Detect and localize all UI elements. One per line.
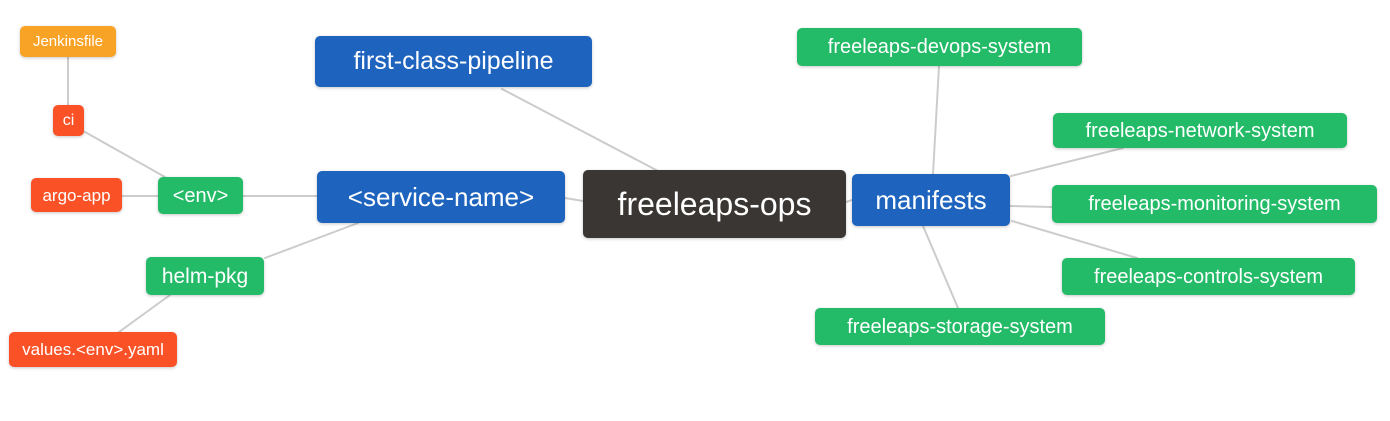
node-service-name[interactable]: <service-name> xyxy=(317,171,565,223)
edge-service-name-helm-pkg xyxy=(264,222,359,259)
node-freeleaps-monitoring-system[interactable]: freeleaps-monitoring-system xyxy=(1052,185,1377,223)
edge-first-class-pipeline-ops xyxy=(501,88,659,172)
node-env[interactable]: <env> xyxy=(158,177,243,214)
node-helm-pkg[interactable]: helm-pkg xyxy=(146,257,264,295)
node-freeleaps-network-system[interactable]: freeleaps-network-system xyxy=(1053,113,1347,148)
edge-ci-env xyxy=(84,131,166,178)
edge-helm-pkg-values-env-yaml xyxy=(118,294,171,333)
node-freeleaps-devops-system[interactable]: freeleaps-devops-system xyxy=(797,28,1082,66)
edge-service-name-ops xyxy=(564,197,584,202)
node-freeleaps-storage-system[interactable]: freeleaps-storage-system xyxy=(815,308,1105,345)
node-freeleaps-controls-system[interactable]: freeleaps-controls-system xyxy=(1062,258,1355,295)
node-manifests[interactable]: manifests xyxy=(852,174,1010,226)
edge-manifests-monitoring-system xyxy=(1009,205,1053,208)
node-first-class-pipeline[interactable]: first-class-pipeline xyxy=(315,36,592,87)
node-jenkinsfile[interactable]: Jenkinsfile xyxy=(20,26,116,57)
node-argo-app[interactable]: argo-app xyxy=(31,178,122,212)
edge-ops-manifests xyxy=(845,199,853,203)
edge-manifests-storage-system xyxy=(922,225,959,309)
edge-manifests-controls-system xyxy=(1011,220,1138,259)
node-freeleaps-ops[interactable]: freeleaps-ops xyxy=(583,170,846,238)
edge-manifests-devops-system xyxy=(932,65,940,175)
node-ci[interactable]: ci xyxy=(53,105,84,136)
edge-manifests-network-system xyxy=(1010,147,1124,177)
node-values-env-yaml[interactable]: values.<env>.yaml xyxy=(9,332,177,367)
